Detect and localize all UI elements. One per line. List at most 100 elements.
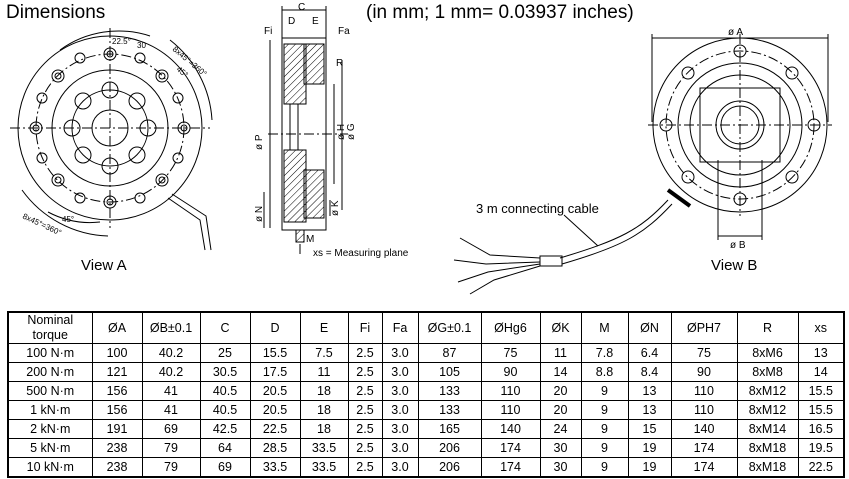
column-header: ØN	[627, 311, 672, 344]
table-cell: 17.5	[249, 362, 301, 382]
table-cell: 10 kN·m	[7, 457, 93, 478]
table-cell: 100 N·m	[7, 343, 93, 363]
table-cell: 8xM18	[736, 438, 799, 458]
table-cell: 40.2	[141, 343, 201, 363]
table-cell: 11	[299, 362, 349, 382]
table-cell: 20	[539, 400, 582, 420]
table-cell: 156	[91, 400, 143, 420]
table-cell: 500 N·m	[7, 381, 93, 401]
dim-fa-label: Fa	[338, 26, 350, 37]
dim-n-label: ø N	[254, 206, 265, 222]
side-section-labels: C D E Fi Fa R ø P ø H ø G ø N ø K M	[254, 2, 357, 245]
table-cell: 2 kN·m	[7, 419, 93, 439]
column-header: ØG±0.1	[417, 311, 482, 344]
table-cell: 30	[539, 438, 582, 458]
table-cell: 2.5	[347, 438, 383, 458]
table-cell: 2.5	[347, 343, 383, 363]
table-cell: 238	[91, 438, 143, 458]
table-cell: 156	[91, 381, 143, 401]
table-cell: 24	[539, 419, 582, 439]
dim-k-label: ø K	[330, 200, 341, 216]
table-cell: 33.5	[299, 438, 349, 458]
table-cell: 8xM6	[736, 343, 799, 363]
table-cell: 22.5	[249, 419, 301, 439]
table-cell: 22.5	[797, 457, 845, 478]
dim-g-label: ø G	[346, 123, 357, 140]
table-cell: 2.5	[347, 362, 383, 382]
angle-label-2: 30	[137, 41, 146, 50]
angle-label-5: 45°	[62, 215, 74, 224]
table-cell: 19.5	[797, 438, 845, 458]
table-cell: 140	[670, 419, 738, 439]
table-cell: 165	[417, 419, 482, 439]
table-cell: 30	[539, 457, 582, 478]
table-cell: 1 kN·m	[7, 400, 93, 420]
view-a-angle-labels: 22.5° 30 8x45°=360° 45° 45° 8x45°=360°	[21, 37, 208, 237]
table-cell: 100	[91, 343, 143, 363]
table-cell: 121	[91, 362, 143, 382]
dim-a-label: ø A	[728, 27, 743, 38]
table-cell: 28.5	[249, 438, 301, 458]
dimensions-table: Nominal torque ØA ØB±0.1 C D E Fi Fa ØG±…	[7, 311, 845, 478]
table-cell: 13	[797, 343, 845, 363]
table-cell: 191	[91, 419, 143, 439]
dim-m-label: M	[306, 234, 314, 245]
table-cell: 2.5	[347, 419, 383, 439]
table-cell: 110	[480, 381, 541, 401]
column-header: D	[249, 311, 301, 344]
dim-h-label: ø H	[336, 124, 347, 140]
table-cell: 69	[141, 419, 201, 439]
table-cell: 40.5	[199, 381, 251, 401]
measuring-plane-label: xs = Measuring plane	[313, 248, 409, 259]
column-header: R	[736, 311, 799, 344]
side-section-drawing	[263, 6, 348, 254]
table-cell: 20	[539, 381, 582, 401]
table-cell: 8.8	[580, 362, 629, 382]
column-header: ØA	[91, 311, 143, 344]
table-cell: 19	[627, 438, 672, 458]
table-cell: 174	[670, 457, 738, 478]
table-cell: 6.4	[627, 343, 672, 363]
column-header: E	[299, 311, 349, 344]
table-cell: 174	[480, 438, 541, 458]
table-cell: 200 N·m	[7, 362, 93, 382]
table-cell: 14	[539, 362, 582, 382]
table-cell: 206	[417, 438, 482, 458]
table-cell: 105	[417, 362, 482, 382]
table-cell: 18	[299, 381, 349, 401]
table-header-row: Nominal torque ØA ØB±0.1 C D E Fi Fa ØG±…	[7, 311, 845, 344]
table-cell: 9	[580, 457, 629, 478]
column-header: ØHg6	[480, 311, 541, 344]
table-cell: 16.5	[797, 419, 845, 439]
table-cell: 13	[627, 381, 672, 401]
table-cell: 9	[580, 438, 629, 458]
table-cell: 75	[480, 343, 541, 363]
column-header: M	[580, 311, 629, 344]
table-cell: 15.5	[797, 400, 845, 420]
table-cell: 9	[580, 419, 629, 439]
table-cell: 3.0	[381, 438, 419, 458]
table-cell: 2.5	[347, 381, 383, 401]
table-cell: 2.5	[347, 457, 383, 478]
table-cell: 33.5	[299, 457, 349, 478]
technical-drawing: 22.5° 30 8x45°=360° 45° 45° 8x45°=360° C…	[10, 2, 832, 295]
table-cell: 8xM14	[736, 419, 799, 439]
table-cell: 64	[199, 438, 251, 458]
table-cell: 19	[627, 457, 672, 478]
table-cell: 3.0	[381, 343, 419, 363]
table-cell: 25	[199, 343, 251, 363]
view-b-drawing	[648, 34, 832, 240]
view-a-inner-holes	[63, 81, 157, 175]
table-cell: 90	[670, 362, 738, 382]
angle-label-4: 45°	[175, 65, 190, 80]
column-header: Nominal torque	[7, 311, 93, 344]
table-cell: 206	[417, 457, 482, 478]
column-header: Fi	[347, 311, 383, 344]
table-cell: 7.5	[299, 343, 349, 363]
table-cell: 8xM12	[736, 381, 799, 401]
cable-label: 3 m connecting cable	[476, 201, 599, 216]
table-cell: 3.0	[381, 400, 419, 420]
dim-c-label: C	[298, 2, 305, 13]
